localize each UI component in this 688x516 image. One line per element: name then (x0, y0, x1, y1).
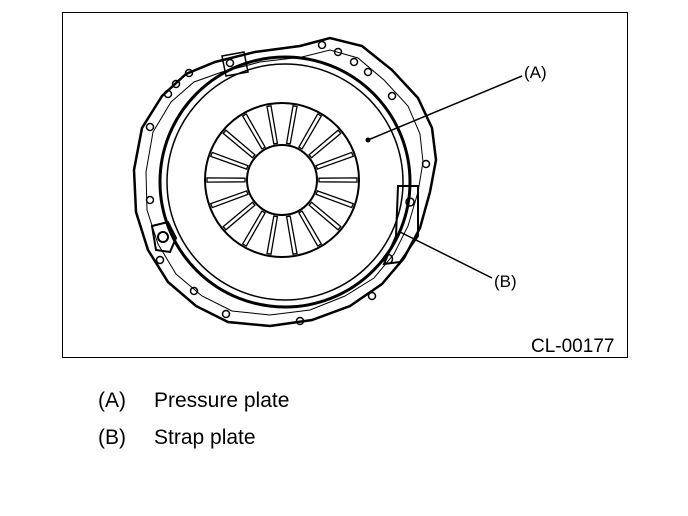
cover-inner-edge (145, 49, 424, 316)
spring-finger-slot (315, 151, 355, 170)
bolt-hole (421, 159, 431, 169)
spring-finger-slot (206, 177, 246, 183)
callout-b-leader (399, 231, 493, 279)
legend-item-b: (B) Strap plate (98, 426, 256, 450)
diaphragm-spring-outer (204, 102, 360, 258)
callout-b-label: (B) (494, 272, 517, 291)
spring-finger-slot (209, 151, 249, 170)
spring-finger-slot (241, 210, 266, 247)
spring-finger-slot (222, 129, 256, 159)
bolt-hole (387, 91, 397, 101)
spring-finger-slot (315, 190, 355, 209)
bolt-hole (367, 291, 377, 301)
callout-a-label: (A) (524, 63, 547, 82)
bolt-hole (184, 68, 194, 78)
legend-key-b: (B) (98, 426, 126, 449)
strap-plate (382, 185, 419, 266)
bolt-hole (171, 79, 181, 89)
bolt-hole (221, 309, 231, 319)
spring-finger-slot (318, 177, 358, 183)
bolt-hole (155, 255, 165, 265)
callout-a-dot (365, 137, 371, 143)
bolt-hole (163, 89, 173, 99)
bolt-hole (295, 316, 305, 326)
spring-finger-slot (285, 105, 298, 145)
left-strap (150, 220, 178, 254)
spring-finger-slot (298, 113, 323, 150)
spring-finger-slot (298, 210, 323, 247)
bolt-hole (145, 195, 155, 205)
bolt-hole (145, 122, 155, 132)
clutch-cover-outline (132, 36, 438, 328)
spring-finger-slot (222, 201, 256, 231)
spring-finger-slot (308, 201, 342, 231)
diaphragm-spring-hub (246, 144, 318, 216)
bolt-hole (349, 57, 359, 67)
legend-text-a: Pressure plate (154, 389, 290, 412)
callout-a-leader (367, 75, 523, 141)
spring-finger-slot (266, 215, 279, 255)
bolt-hole (333, 47, 343, 57)
spring-finger-slot (308, 129, 342, 159)
bolt-holes (145, 40, 431, 326)
figure-id: CL-00177 (531, 336, 614, 357)
bolt-hole (382, 253, 394, 265)
diaphragm-spring-fingers (206, 105, 358, 255)
strap-plate-hole (405, 197, 415, 207)
spring-finger-slot (209, 190, 249, 209)
spring-finger-slot (266, 105, 279, 145)
pressure-plate-ring (166, 63, 404, 301)
legend-key-a: (A) (98, 389, 126, 412)
bolt-hole (317, 40, 327, 50)
top-strap (221, 51, 249, 77)
legend-text-b: Strap plate (154, 426, 256, 449)
bolt-hole (225, 58, 235, 68)
bolt-hole (363, 67, 373, 77)
figure-frame (62, 12, 628, 358)
legend-item-a: (A) Pressure plate (98, 389, 289, 413)
pressure-plate-outer-ring (158, 55, 412, 309)
spring-finger-slot (285, 215, 298, 255)
bolt-hole (189, 286, 199, 296)
spring-finger-slot (241, 113, 266, 150)
left-strap-rivet (157, 231, 169, 243)
